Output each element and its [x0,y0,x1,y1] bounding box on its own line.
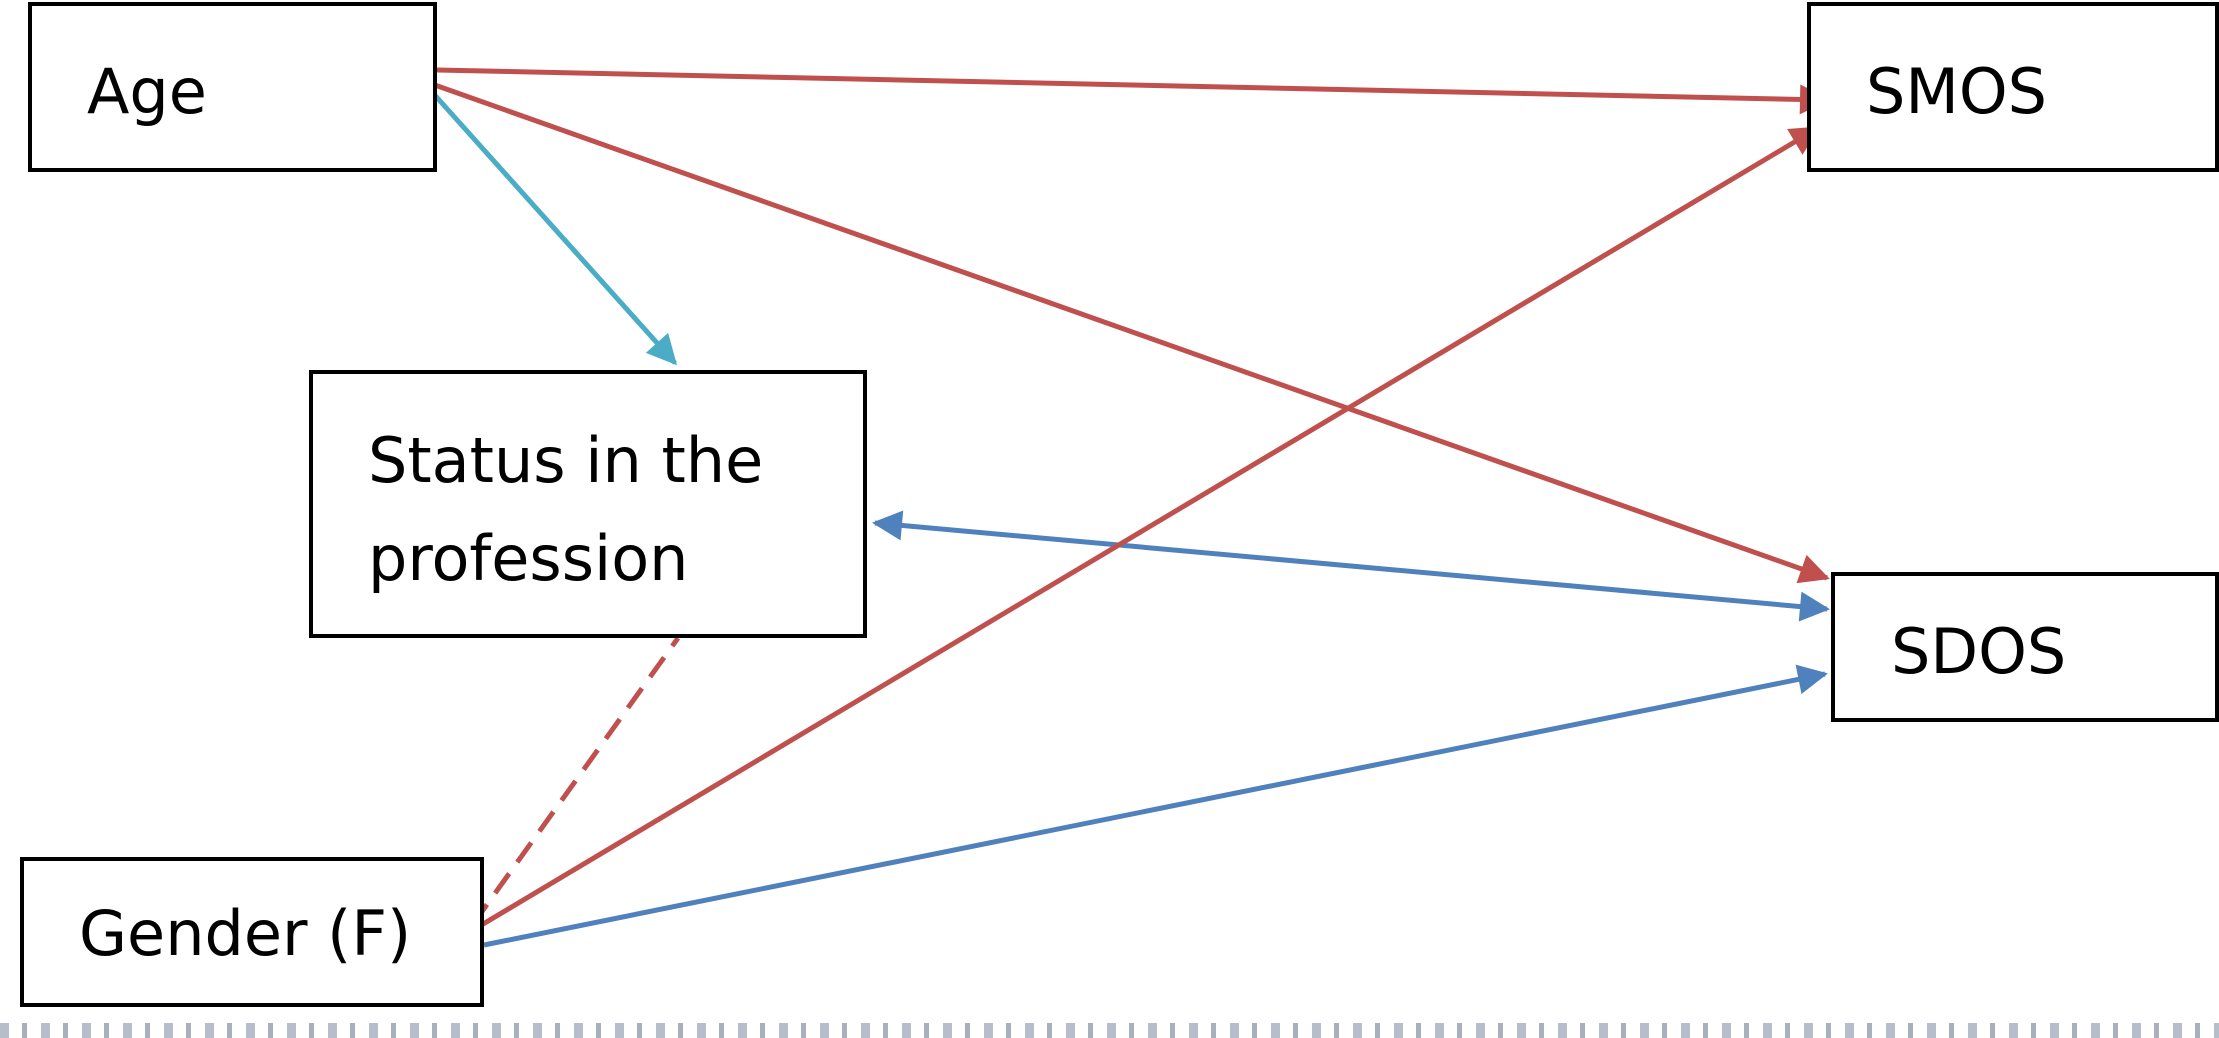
edge-status-sdos [872,510,1830,622]
edge-age-to-sdos [431,81,1830,584]
node-status-in-profession: Status in the profession [309,370,867,638]
edge-gender-to-sdos [483,664,1828,948]
edge-age-to-status [430,90,678,366]
node-sdos: SDOS [1831,572,2219,722]
node-age-label: Age [87,55,207,128]
cropped-caption-strip [0,1023,2219,1038]
node-sdos-label: SDOS [1891,615,2067,688]
edge-gender-to-smos [461,125,1821,939]
edge-gender-status-dashed [470,636,681,926]
node-smos: SMOS [1807,2,2219,172]
edge-age-to-smos [436,67,1830,115]
node-status-label: Status in the profession [368,424,764,595]
node-gender-label: Gender (F) [79,897,412,970]
node-age: Age [28,2,437,172]
node-gender: Gender (F) [20,857,484,1007]
node-smos-label: SMOS [1866,55,2048,128]
